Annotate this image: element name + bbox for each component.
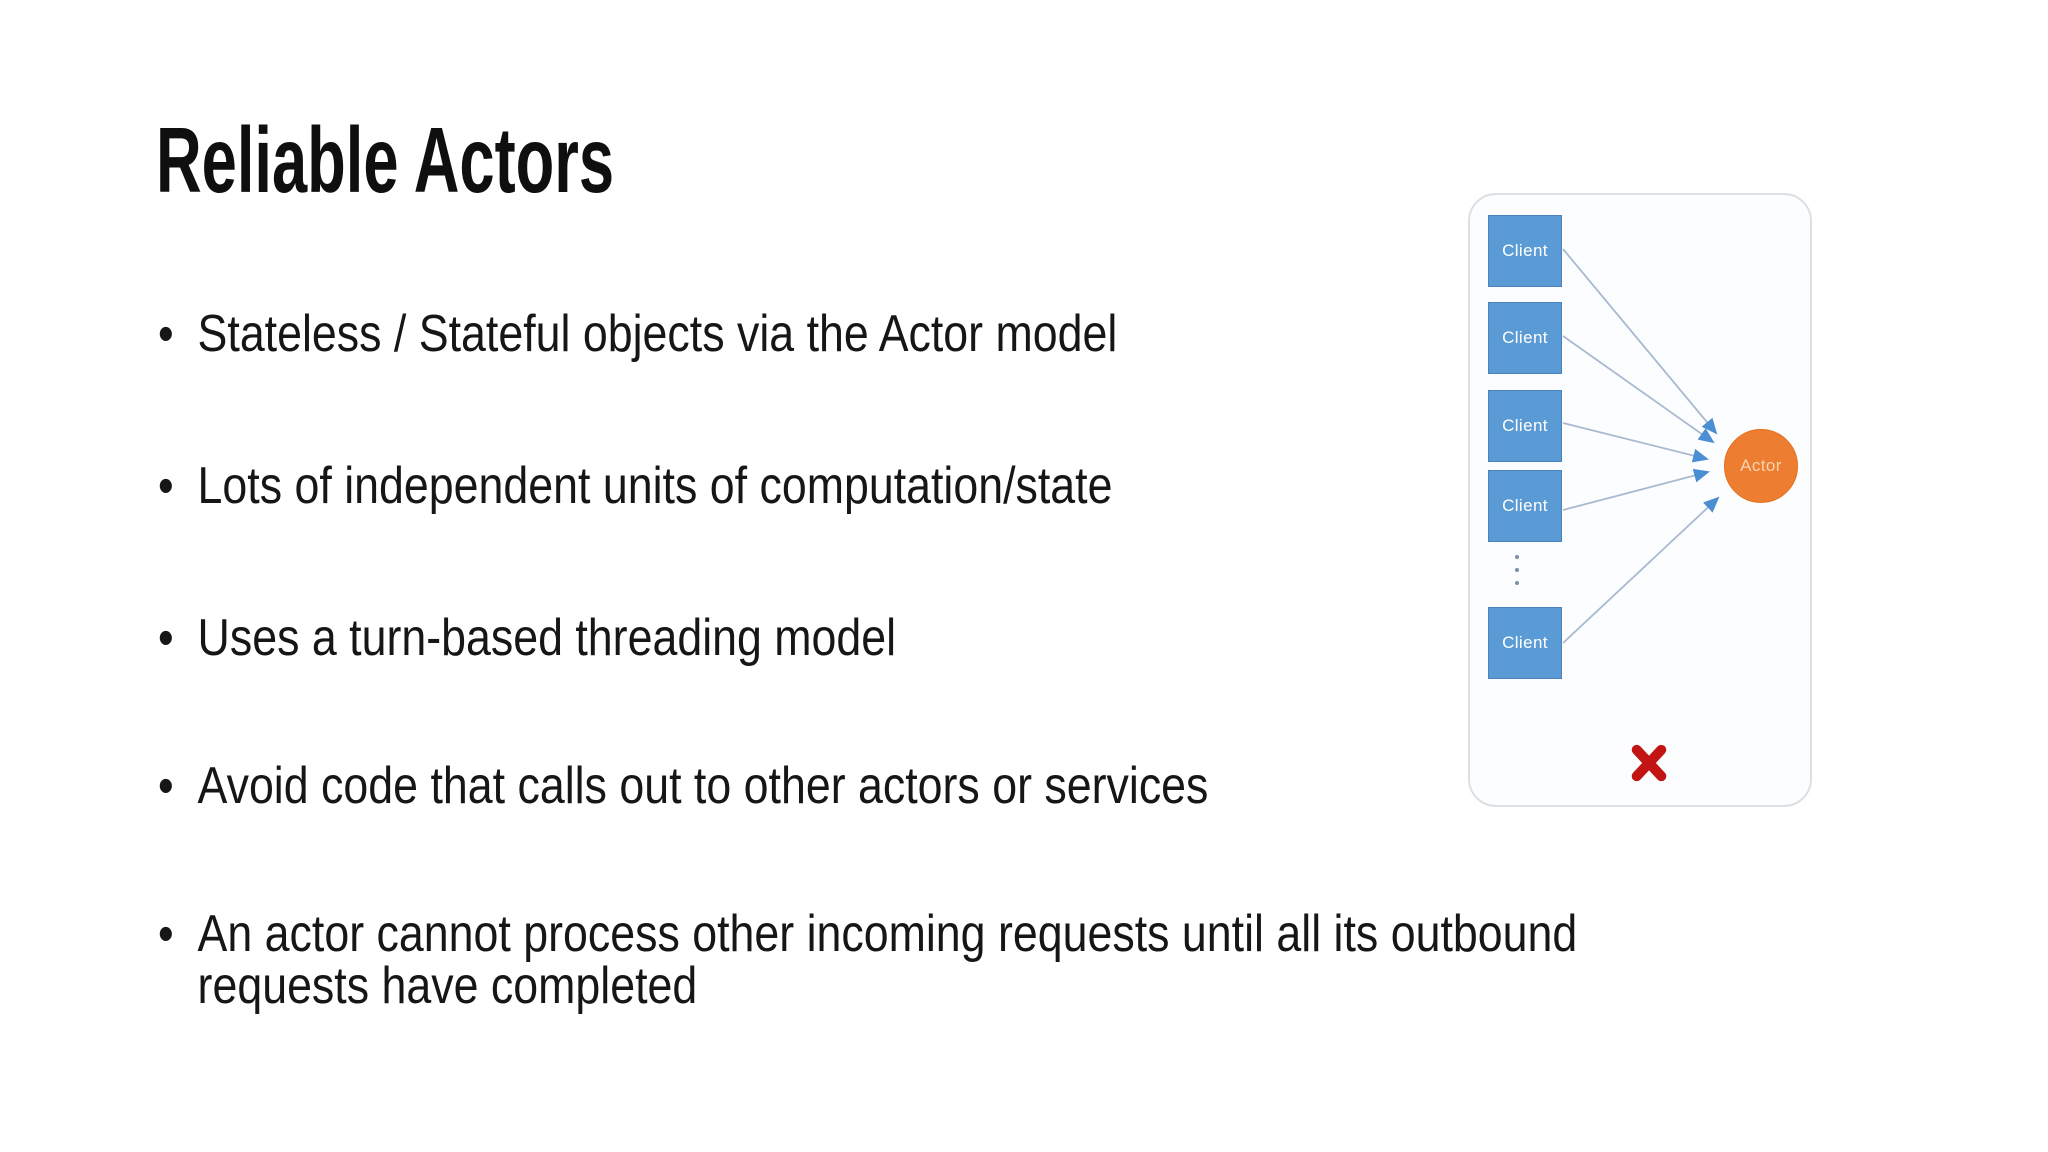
vertical-ellipsis-icon (1511, 555, 1523, 585)
bullet-item: • Stateless / Stateful objects via the A… (158, 308, 1117, 360)
bullet-item: • Avoid code that calls out to other act… (158, 760, 1208, 812)
bullet-marker: • (158, 457, 174, 515)
bullet-text: Uses a turn-based threading model (197, 609, 897, 667)
bullet-text: Stateless / Stateful objects via the Act… (197, 305, 1118, 363)
bullet-item: • An actor cannot process other incoming… (158, 908, 1577, 1012)
client-to-actor-arrows (1562, 248, 1720, 644)
client-node: Client (1488, 607, 1562, 679)
actor-diagram-panel: Client Client Client Client Client Actor (1468, 193, 1812, 807)
slide-title: Reliable Actors (156, 108, 615, 212)
bullet-item: • Lots of independent units of computati… (158, 460, 1112, 512)
bullet-item: • Uses a turn-based threading model (158, 612, 896, 664)
bullet-marker: • (158, 609, 174, 667)
client-node: Client (1488, 470, 1562, 542)
actor-node: Actor (1724, 429, 1798, 503)
bullet-text: Avoid code that calls out to other actor… (197, 757, 1209, 815)
bullet-text: An actor cannot process other incoming r… (197, 905, 1578, 1015)
client-node: Client (1488, 215, 1562, 287)
red-cross-icon (1625, 739, 1673, 787)
client-node: Client (1488, 302, 1562, 374)
bullet-marker: • (158, 905, 174, 963)
bullet-text: Lots of independent units of computation… (197, 457, 1113, 515)
client-node: Client (1488, 390, 1562, 462)
bullet-marker: • (158, 305, 174, 363)
bullet-marker: • (158, 757, 174, 815)
